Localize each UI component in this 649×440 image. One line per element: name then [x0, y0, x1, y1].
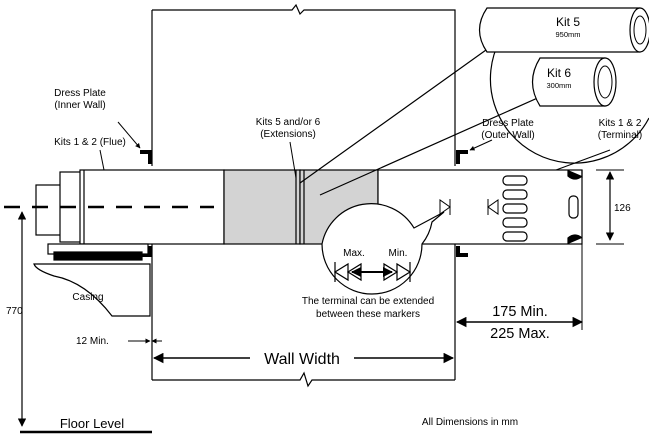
- marker-detail: [333, 262, 412, 282]
- min-clearance-value: 12 Min.: [76, 336, 109, 347]
- wall-width-label: Wall Width: [264, 351, 340, 368]
- casing-label: Casing: [72, 292, 103, 303]
- wall-lower: [151, 244, 456, 388]
- min-label: Min.: [389, 248, 408, 259]
- terminal-note-2: between these markers: [316, 309, 420, 320]
- min-marker-on-pipe: [439, 199, 451, 215]
- boiler-casing: [33, 243, 151, 317]
- kit-bubble: [299, 7, 649, 196]
- projection-max-value: 225 Max.: [490, 326, 550, 342]
- flue-label: Kits 1 & 2 (Flue): [54, 137, 126, 148]
- projection-min-value: 175 Min.: [492, 304, 548, 320]
- all-dimensions-note: All Dimensions in mm: [422, 417, 518, 428]
- dress-plate-inner-label-1: Dress Plate: [54, 88, 106, 99]
- terminal-label-1: Kits 1 & 2: [599, 118, 642, 129]
- dress-plate-outer-label-1: Dress Plate: [482, 118, 534, 129]
- terminal-label-2: (Terminal): [598, 130, 642, 141]
- kit6-label: Kit 6: [547, 66, 571, 80]
- kit6-length: 300mm: [546, 81, 571, 90]
- wall-upper: [151, 3, 456, 166]
- max-marker-on-pipe: [487, 199, 499, 215]
- dress-plate-inner: [140, 150, 152, 257]
- height-dimension-value: 770: [6, 306, 23, 317]
- dress-plate-inner-label-2: (Inner Wall): [54, 100, 105, 111]
- terminal-note-1: The terminal can be extended: [302, 296, 434, 307]
- extensions-label-1: Kits 5 and/or 6: [256, 117, 321, 128]
- kit5-label: Kit 5: [556, 15, 580, 29]
- kit5-length: 950mm: [555, 30, 580, 39]
- floor-level-label: Floor Level: [60, 416, 124, 431]
- dress-plate-outer: [456, 150, 468, 257]
- extensions-label-2: (Extensions): [260, 129, 316, 140]
- dress-plate-outer-label-2: (Outer Wall): [481, 130, 535, 141]
- diameter-dimension-value: 126: [614, 203, 631, 214]
- max-label: Max.: [343, 248, 365, 259]
